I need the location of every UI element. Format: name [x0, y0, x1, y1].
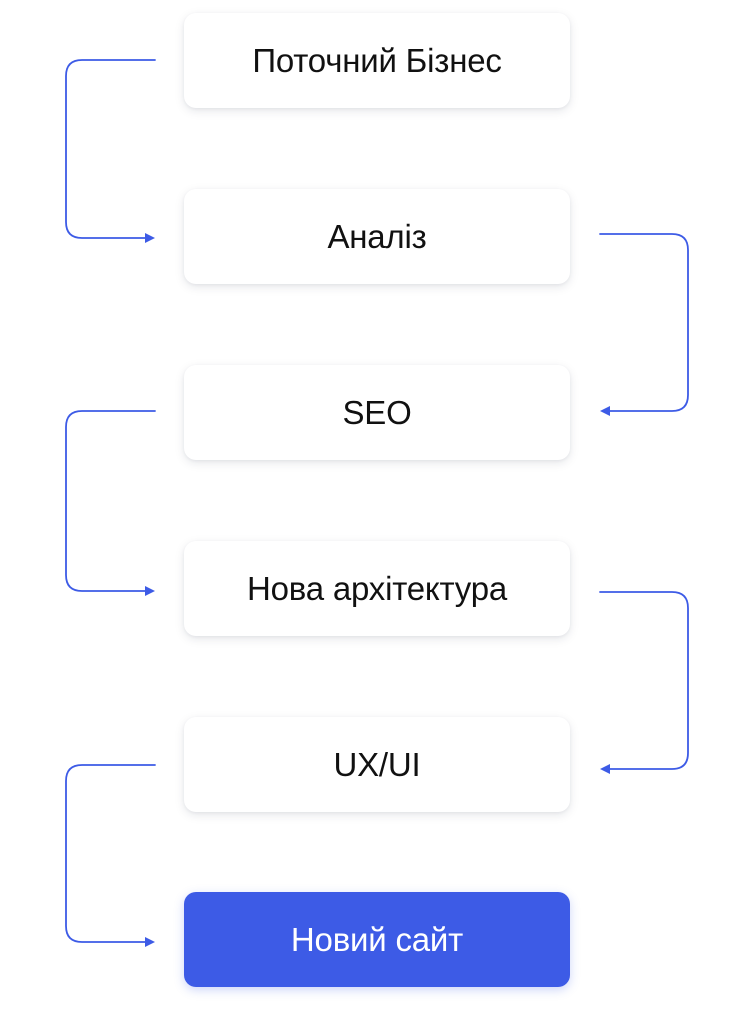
step-label: Поточний Бізнес — [252, 41, 502, 79]
step-label: Нова архітектура — [246, 569, 508, 607]
connector-3-4 — [65, 410, 156, 592]
connector-1-2 — [65, 59, 156, 239]
arrowhead-icon — [600, 406, 610, 416]
step-label: SEO — [342, 393, 412, 431]
connector-5-6 — [65, 764, 156, 943]
connector-4-5 — [599, 591, 689, 770]
arrowhead-icon — [600, 764, 610, 774]
step-current-business: Поточний Бізнес — [184, 13, 570, 108]
connector-2-3 — [599, 233, 689, 412]
step-seo: SEO — [184, 365, 570, 460]
step-new-site: Новий сайт — [184, 892, 570, 987]
arrowhead-icon — [145, 586, 155, 596]
step-ux-ui: UX/UI — [184, 717, 570, 812]
arrowhead-icon — [145, 937, 155, 947]
step-label: Аналіз — [327, 217, 427, 255]
arrowhead-icon — [145, 233, 155, 243]
step-new-architecture: Нова архітектура — [184, 541, 570, 636]
step-label: UX/UI — [333, 745, 421, 783]
step-analysis: Аналіз — [184, 189, 570, 284]
step-label: Новий сайт — [290, 920, 464, 958]
